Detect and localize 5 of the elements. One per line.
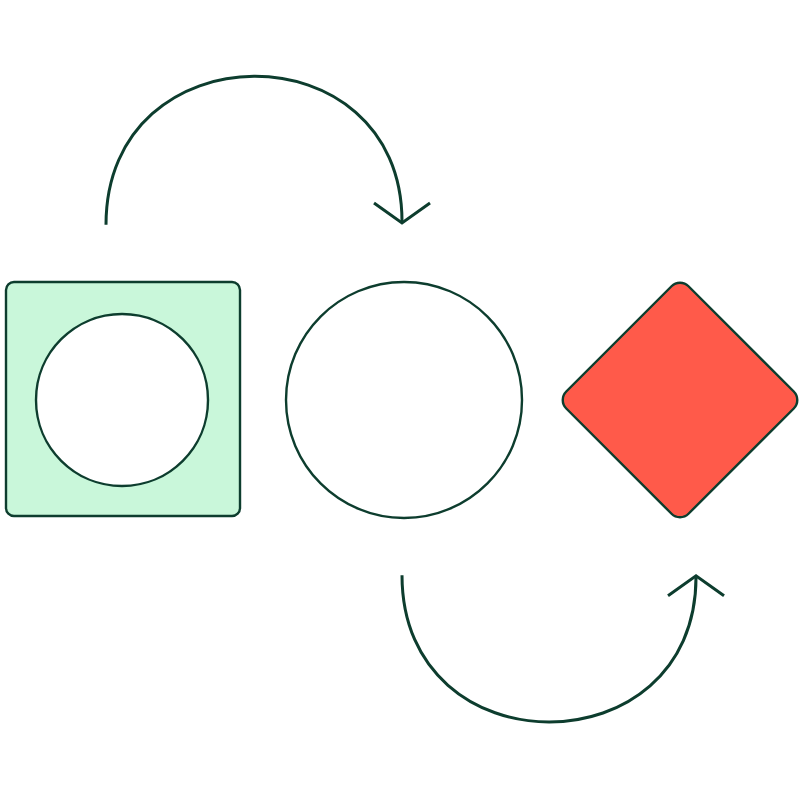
circle-shape xyxy=(34,312,210,488)
diamond-shape xyxy=(561,281,799,519)
curved-arrow xyxy=(400,573,725,724)
curved-arrow xyxy=(104,74,431,225)
circle-shape xyxy=(284,280,524,520)
